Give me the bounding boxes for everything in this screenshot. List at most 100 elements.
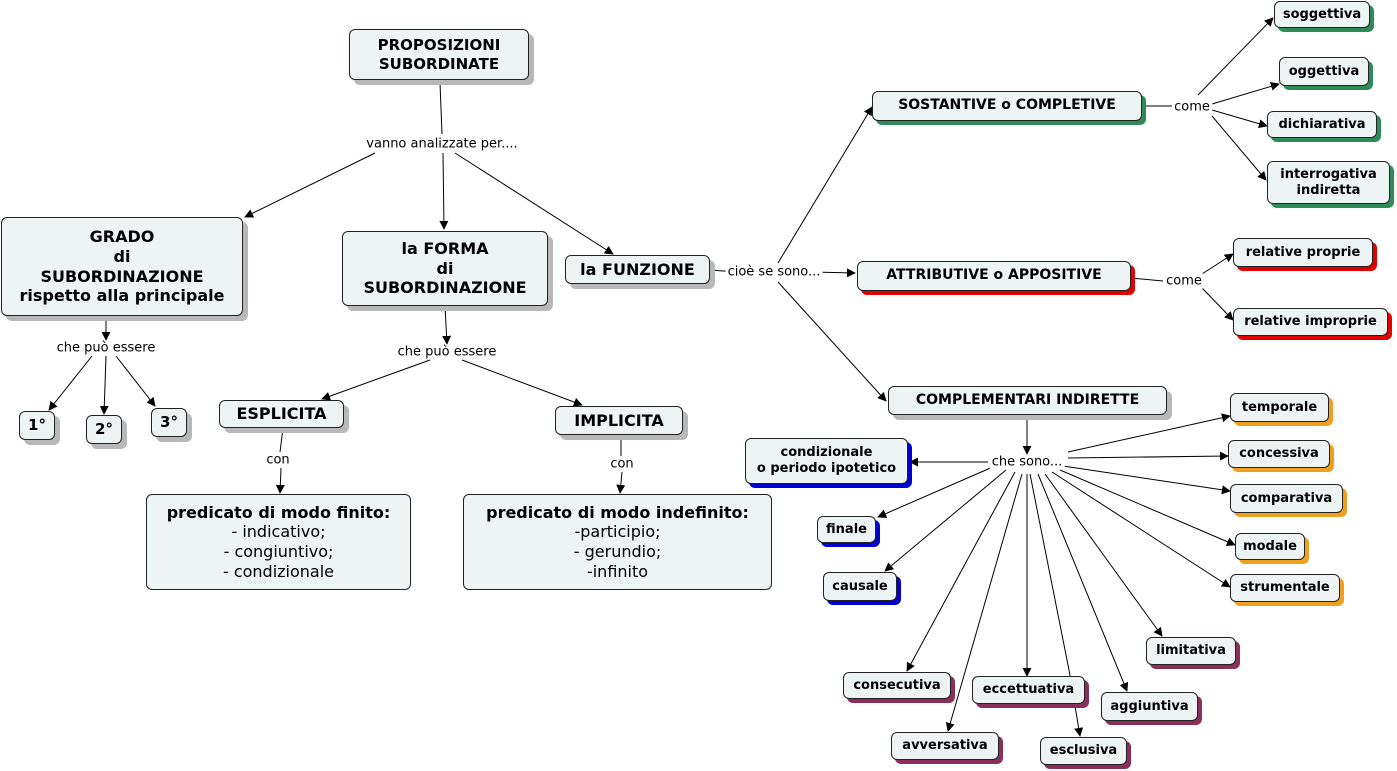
node-limitativa[interactable]: limitativa xyxy=(1146,637,1236,665)
node-label: soggettiva xyxy=(1282,6,1362,22)
connector-line xyxy=(877,465,996,518)
connector-line xyxy=(1044,473,1163,637)
node-esclusiva[interactable]: esclusiva xyxy=(1040,737,1127,765)
node-aggiuntiva[interactable]: aggiuntiva xyxy=(1101,692,1198,721)
node-grado-1[interactable]: 1° xyxy=(19,411,55,440)
node-label: causale xyxy=(832,578,888,594)
connector-line xyxy=(1051,471,1231,588)
node-items: -participio; - gerundio; -infinito xyxy=(573,522,662,581)
node-temporale[interactable]: temporale xyxy=(1230,393,1329,422)
node-label: ESPLICITA xyxy=(236,404,327,424)
node-label: oggettiva xyxy=(1288,63,1360,79)
node-label: dichiarativa xyxy=(1278,116,1366,132)
node-label: temporale xyxy=(1241,399,1318,415)
node-label: la FUNZIONE xyxy=(580,259,695,279)
connector-line xyxy=(777,106,873,264)
node-esplicita[interactable]: ESPLICITA xyxy=(219,400,344,428)
node-funzione[interactable]: la FUNZIONE xyxy=(565,255,710,284)
node-label: 3° xyxy=(160,413,178,432)
connector-line xyxy=(99,355,109,415)
node-finale[interactable]: finale xyxy=(817,516,876,543)
node-label: strumentale xyxy=(1240,580,1330,596)
connector-line xyxy=(439,152,449,230)
node-label: relative proprie xyxy=(1245,244,1361,260)
node-label: concessiva xyxy=(1239,446,1319,462)
link-label-vanno-analizzate: vanno analizzate per.... xyxy=(364,136,520,152)
link-label-che-puo-essere-grado: che può essere xyxy=(54,340,158,356)
node-grado-3[interactable]: 3° xyxy=(151,408,187,437)
node-label: avversativa xyxy=(902,738,988,754)
node-grado-2[interactable]: 2° xyxy=(86,415,122,444)
node-title: predicato di modo finito: xyxy=(166,502,391,522)
connector-line xyxy=(461,359,583,407)
connector-line xyxy=(1201,287,1234,321)
node-label: eccettuativa xyxy=(982,682,1075,698)
link-label-cioe-se-sono: cioè se sono... xyxy=(725,264,823,280)
node-eccettuativa[interactable]: eccettuativa xyxy=(972,676,1085,704)
node-proposizioni-subordinate[interactable]: PROPOSIZIONI SUBORDINATE xyxy=(349,29,529,80)
node-predicato-modo-finito[interactable]: predicato di modo finito: - indicativo; … xyxy=(146,494,411,590)
node-label: relative improprie xyxy=(1244,314,1377,330)
connector-line xyxy=(321,359,431,401)
node-relative-proprie[interactable]: relative proprie xyxy=(1233,238,1373,267)
node-label: limitativa xyxy=(1156,643,1226,659)
connector-line xyxy=(1211,109,1268,129)
node-label: consecutiva xyxy=(853,677,941,693)
connector-line xyxy=(1211,115,1267,181)
node-grado-subordinazione[interactable]: GRADO di SUBORDINAZIONE rispetto alla pr… xyxy=(1,217,243,316)
node-label: aggiuntiva xyxy=(1110,698,1189,714)
link-label-con-esplicita: con xyxy=(264,452,292,468)
node-forma-subordinazione[interactable]: la FORMA di SUBORDINAZIONE xyxy=(342,231,548,306)
node-label: interrogativa indiretta xyxy=(1280,166,1377,198)
node-implicita[interactable]: IMPLICITA xyxy=(555,406,683,435)
node-label: modale xyxy=(1243,538,1297,554)
node-attributive[interactable]: ATTRIBUTIVE o APPOSITIVE xyxy=(857,261,1131,291)
node-label: COMPLEMENTARI INDIRETTE xyxy=(915,391,1140,408)
node-comparativa[interactable]: comparativa xyxy=(1230,484,1343,513)
connector-line xyxy=(115,355,156,407)
connector-line xyxy=(48,355,93,411)
node-label: ATTRIBUTIVE o APPOSITIVE xyxy=(886,267,1102,284)
node-concessiva[interactable]: concessiva xyxy=(1228,440,1330,468)
node-modale[interactable]: modale xyxy=(1235,533,1305,560)
node-causale[interactable]: causale xyxy=(823,572,897,601)
node-relative-improprie[interactable]: relative improprie xyxy=(1233,308,1388,336)
node-items: - indicativo; - congiuntivo; - condizion… xyxy=(222,522,335,581)
node-oggettiva[interactable]: oggettiva xyxy=(1279,57,1369,86)
node-label: comparativa xyxy=(1240,490,1333,506)
node-label: 2° xyxy=(95,420,113,439)
node-interrogativa-indiretta[interactable]: interrogativa indiretta xyxy=(1267,161,1390,204)
node-sostantive[interactable]: SOSTANTIVE o COMPLETIVE xyxy=(872,91,1142,121)
node-title: predicato di modo indefinito: xyxy=(486,502,749,522)
node-dichiarativa[interactable]: dichiarativa xyxy=(1267,111,1377,138)
connector-line xyxy=(1201,253,1234,275)
connector-line xyxy=(439,82,443,135)
node-complementari[interactable]: COMPLEMENTARI INDIRETTE xyxy=(888,386,1167,415)
node-avversativa[interactable]: avversativa xyxy=(891,732,999,760)
node-condizionale[interactable]: condizionale o periodo ipotetico xyxy=(745,438,908,484)
connector-line xyxy=(1197,17,1274,96)
node-label: 1° xyxy=(28,416,46,435)
link-label-come-attributive: come xyxy=(1164,273,1204,289)
connector-line xyxy=(1067,413,1231,453)
connector-line xyxy=(1059,469,1236,546)
connector-line xyxy=(945,473,1023,732)
connector-line xyxy=(279,427,284,453)
connector-line xyxy=(1029,473,1070,671)
connector-line xyxy=(454,152,614,255)
connector-line xyxy=(616,471,626,494)
node-label: PROPOSIZIONI SUBORDINATE xyxy=(377,36,501,73)
node-label: la FORMA di SUBORDINAZIONE xyxy=(363,239,527,298)
connector-line xyxy=(442,305,452,345)
node-consecutiva[interactable]: consecutiva xyxy=(843,672,951,699)
node-label: condizionale o periodo ipotetico xyxy=(756,445,897,476)
node-predicato-modo-indefinito[interactable]: predicato di modo indefinito: -participi… xyxy=(463,494,772,590)
connector-line xyxy=(1037,473,1129,692)
connector-line xyxy=(1211,82,1280,105)
node-label: IMPLICITA xyxy=(574,410,664,430)
node-label: finale xyxy=(826,521,867,537)
node-soggettiva[interactable]: soggettiva xyxy=(1274,1,1370,28)
node-strumentale[interactable]: strumentale xyxy=(1230,574,1340,602)
connector-line xyxy=(1130,277,1164,282)
